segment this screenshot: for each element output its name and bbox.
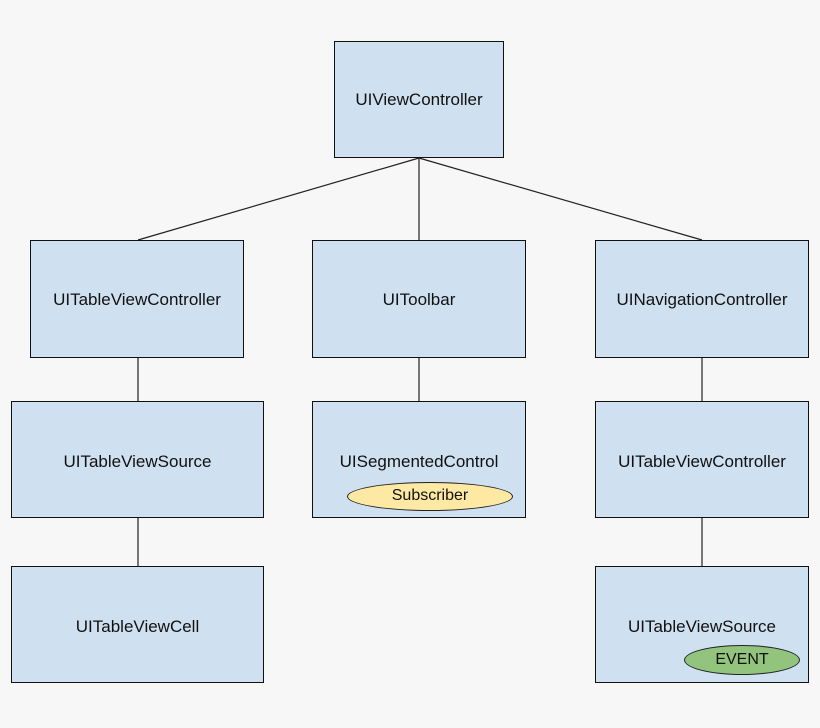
node-label: UITableViewCell <box>75 617 200 636</box>
node-label: UITableViewSource <box>627 617 777 636</box>
edge-root-to-navigation-controller <box>418 157 703 241</box>
edge-root-to-table-view-controller <box>137 157 420 241</box>
node-label: UISegmentedControl <box>339 452 499 471</box>
node-label: UITableViewSource <box>63 452 212 471</box>
node-nav-uitableviewsource: UITableViewSource EVENT <box>595 566 809 683</box>
subscriber-badge-label: Subscriber <box>391 487 469 504</box>
node-uitableviewcontroller: UITableViewController <box>30 240 244 358</box>
node-label: UIToolbar <box>382 290 456 309</box>
subscriber-badge: Subscriber <box>347 482 513 511</box>
node-uiviewcontroller: UIViewController <box>334 41 504 158</box>
node-uitoolbar: UIToolbar <box>312 240 526 358</box>
node-uisegmentedcontrol: UISegmentedControl Subscriber <box>312 401 526 518</box>
event-badge: EVENT <box>684 645 800 675</box>
node-label: UINavigationController <box>616 290 788 309</box>
node-uitableviewsource: UITableViewSource <box>11 401 264 518</box>
node-label: UIViewController <box>355 90 483 109</box>
node-uitableviewcell: UITableViewCell <box>11 566 264 683</box>
node-nav-uitableviewcontroller: UITableViewController <box>595 401 809 518</box>
node-label: UITableViewController <box>53 290 221 309</box>
node-uinavigationcontroller: UINavigationController <box>595 240 809 358</box>
node-label: UITableViewController <box>618 452 786 471</box>
event-badge-label: EVENT <box>715 651 769 668</box>
